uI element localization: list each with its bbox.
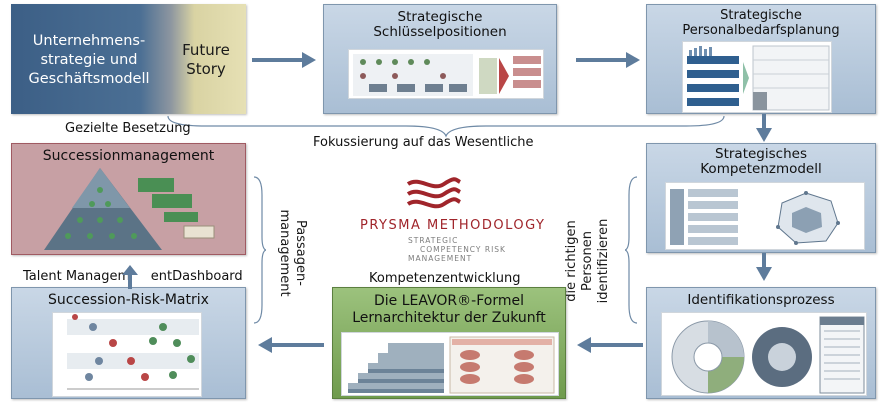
- arrow-left-1: [577, 337, 643, 353]
- leavor-title: Die LEAVOR®-Formel Lernarchitektur der Z…: [352, 293, 546, 326]
- prysma-logo-icon: [406, 177, 462, 209]
- dashboard-label: Talent Managem entDashboard: [23, 269, 243, 284]
- identification-graphic: [671, 316, 865, 394]
- passage-brace: [253, 176, 266, 324]
- arrow-right-2: [576, 52, 640, 68]
- succession-risk-matrix-thumbnail: [52, 312, 202, 397]
- prysma-sub3: MANAGEMENT: [408, 254, 473, 263]
- workforce-planning-title: Strategische Personalbedarfsplanung: [682, 8, 840, 38]
- key-positions-title: Strategische Schlüsselpositionen: [373, 9, 507, 40]
- key-positions-graphic: [353, 54, 541, 96]
- strategy-text: Unternehmens- strategie und Geschäftsmod…: [28, 33, 150, 87]
- arrow-left-2: [258, 337, 324, 353]
- competency-model-title: Strategisches Kompetenzmodell: [700, 146, 822, 177]
- arrow-right-1: [252, 52, 316, 68]
- leavor-box: Die LEAVOR®-Formel Lernarchitektur der Z…: [332, 287, 566, 399]
- competency-model-box: Strategisches Kompetenzmodell: [646, 143, 876, 253]
- competency-graphic: [670, 189, 840, 245]
- pyramid-graphic: [44, 168, 215, 250]
- succession-risk-matrix-title: Succession-Risk-Matrix: [48, 292, 209, 308]
- passage-label: Passagen- management: [277, 209, 308, 297]
- arrow-down-2: [756, 253, 772, 281]
- prysma-sub1: STRATEGIC: [408, 236, 459, 245]
- leavor-graphic: [348, 336, 555, 394]
- key-positions-box: Strategische Schlüsselpositionen: [323, 4, 557, 114]
- competency-development-label: Kompetenzentwicklung: [369, 271, 521, 286]
- bar-charts-graphic: [687, 45, 830, 111]
- strategy-box: Unternehmens- strategie und Geschäftsmod…: [11, 4, 246, 114]
- leavor-thumbnail: [341, 332, 559, 396]
- focus-label: Fokussierung auf das Wesentliche: [313, 135, 534, 150]
- identification-box: Identifikationsprozess: [646, 287, 876, 399]
- succession-management-title: Successionmanagement: [42, 148, 215, 164]
- identify-brace: [625, 176, 638, 324]
- competency-model-thumbnail: [665, 182, 865, 250]
- matrix-graphic: [67, 314, 199, 390]
- prysma-sub2: COMPETENCY RISK: [420, 245, 506, 254]
- succession-risk-matrix-box: Succession-Risk-Matrix: [11, 287, 246, 399]
- focus-brace: [167, 115, 725, 138]
- key-positions-thumbnail: [348, 49, 544, 99]
- identification-title: Identifikationsprozess: [687, 292, 835, 308]
- arrow-down-1: [756, 114, 772, 142]
- workforce-planning-box: Strategische Personalbedarfsplanung: [646, 4, 876, 114]
- targeted-filling-label: Gezielte Besetzung: [65, 121, 191, 136]
- future-story-text: Future Story: [182, 41, 230, 78]
- workforce-planning-thumbnail: [682, 41, 832, 113]
- arrow-up: [122, 265, 138, 289]
- prysma-name: PRYSMA METHODOLOGY: [360, 218, 546, 233]
- identification-thumbnail: [661, 312, 867, 396]
- identify-label: die richtigen Personen identifizieren: [564, 218, 611, 304]
- succession-management-box: Successionmanagement: [11, 143, 246, 255]
